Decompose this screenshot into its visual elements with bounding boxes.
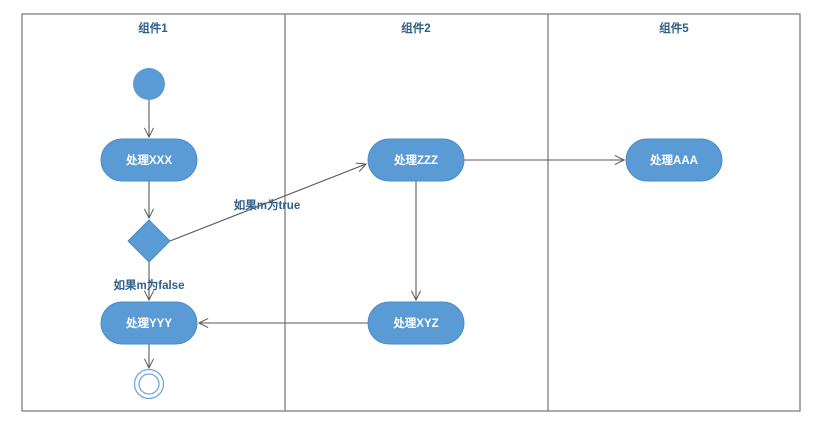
activity-node-xxx-shape[interactable]: [100, 138, 198, 182]
swimlane-titles: 组件1 组件2 组件5: [138, 21, 689, 35]
edge-label-m-true: 如果m为true: [234, 198, 300, 212]
edge-labels-layer: 如果m为true 如果m为false: [114, 198, 301, 292]
activity-node-xxx[interactable]: 处理XXX: [100, 138, 198, 182]
edge-decision-to-zzz: [169, 164, 366, 242]
activity-node-zzz[interactable]: 处理ZZZ: [367, 138, 465, 182]
lane-title-5: 组件5: [659, 21, 689, 35]
activity-node-xyz-label: 处理XYZ: [392, 316, 438, 330]
activity-node-xyz[interactable]: 处理XYZ: [367, 301, 465, 345]
activity-node-zzz-shape[interactable]: [367, 138, 465, 182]
activity-node-xxx-label: 处理XXX: [125, 153, 172, 167]
activity-node-yyy[interactable]: 处理YYY: [100, 301, 198, 345]
swimlane-frame: [21, 13, 801, 412]
activity-node-yyy-shape[interactable]: [100, 301, 198, 345]
start-node[interactable]: [133, 68, 165, 100]
swimlane-outer-border: [21, 13, 801, 412]
end-node[interactable]: [133, 368, 165, 400]
activity-node-aaa-label: 处理AAA: [649, 153, 698, 167]
edges-layer: [149, 100, 624, 368]
edge-label-m-false: 如果m为false: [114, 278, 185, 292]
activity-node-yyy-label: 处理YYY: [125, 316, 172, 330]
end-node-inner-ring: [138, 373, 160, 395]
lane-title-1: 组件1: [138, 21, 168, 35]
nodes-layer: 处理XXX 处理YYY 处理ZZZ 处理XYZ: [100, 68, 723, 400]
decision-node[interactable]: [127, 219, 171, 263]
activity-node-xyz-shape[interactable]: [367, 301, 465, 345]
activity-node-aaa-shape[interactable]: [625, 138, 723, 182]
activity-node-zzz-label: 处理ZZZ: [393, 153, 438, 167]
activity-node-aaa[interactable]: 处理AAA: [625, 138, 723, 182]
lane-title-2: 组件2: [401, 21, 430, 35]
